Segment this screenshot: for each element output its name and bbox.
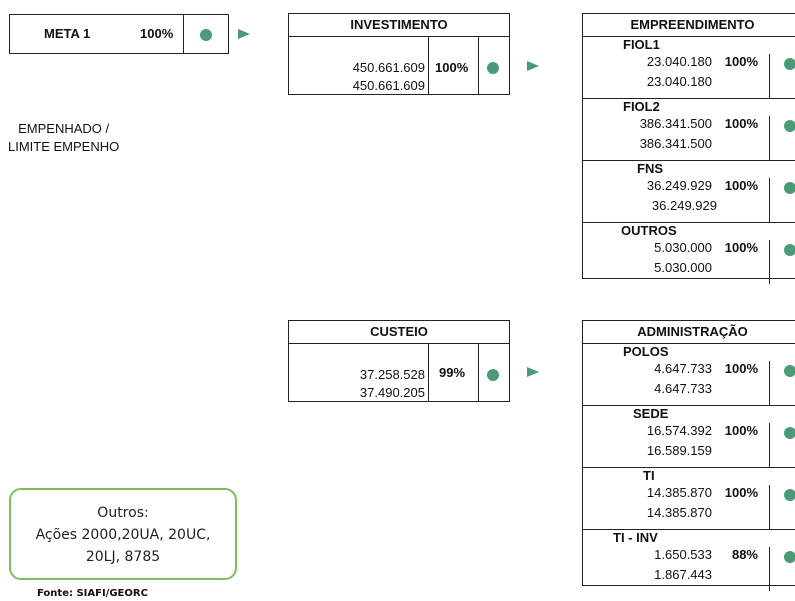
meta-box: META 1 100% <box>9 14 229 54</box>
investimento-pct: 100% <box>435 60 469 75</box>
empreendimento-list: FIOL1 23.040.180 23.040.180 100% FIOL2 3… <box>583 36 795 284</box>
outros-line-1: Ações 2000,20UA, 20UC, <box>35 527 211 543</box>
list-item: FIOL2 386.341.500 386.341.500 100% <box>583 98 795 161</box>
list-item: SEDE 16.574.392 16.589.159 100% <box>583 405 795 468</box>
item-pct: 88% <box>731 547 758 562</box>
item-pct: 100% <box>724 54 758 69</box>
item-value-2: 1.867.443 <box>654 567 712 582</box>
item-divider <box>769 485 770 529</box>
item-pct: 100% <box>724 423 758 438</box>
item-status-dot <box>784 489 795 501</box>
item-pct: 100% <box>724 485 758 500</box>
investimento-value-2: 450.661.609 <box>352 78 425 93</box>
list-item: OUTROS 5.030.000 5.030.000 100% <box>583 222 795 284</box>
flag-icon <box>238 29 250 39</box>
item-pct: 100% <box>724 116 758 131</box>
item-status-dot <box>784 365 795 377</box>
flag-icon <box>527 61 539 71</box>
custeio-box: CUSTEIO 37.258.528 37.490.205 99% <box>288 320 510 402</box>
item-name: OUTROS <box>621 223 677 238</box>
source-note: Fonte: SIAFI/GEORC <box>37 588 148 599</box>
item-name: FIOL1 <box>623 37 660 52</box>
list-item: FIOL1 23.040.180 23.040.180 100% <box>583 36 795 99</box>
meta-status-dot <box>200 29 212 41</box>
investimento-value-1: 450.661.609 <box>352 60 425 75</box>
item-value-1: 23.040.180 <box>646 54 712 69</box>
meta-pct: 100% <box>140 26 174 41</box>
item-pct: 100% <box>724 178 758 193</box>
item-name: POLOS <box>623 344 669 359</box>
item-name: SEDE <box>633 406 669 421</box>
custeio-pct: 99% <box>439 365 466 380</box>
list-item: POLOS 4.647.733 4.647.733 100% <box>583 343 795 406</box>
administracao-box: ADMINISTRAÇÃO POLOS 4.647.733 4.647.733 … <box>582 320 795 591</box>
item-value-2: 23.040.180 <box>646 74 712 89</box>
item-pct: 100% <box>724 240 758 255</box>
investimento-status-dot <box>487 62 499 74</box>
custeio-value-1: 37.258.528 <box>359 367 425 382</box>
investimento-title: INVESTIMENTO <box>289 14 509 37</box>
outros-title: Outros: <box>97 505 149 521</box>
custeio-status-dot <box>487 369 499 381</box>
item-status-dot <box>784 182 795 194</box>
list-item: FNS 36.249.929 36.249.929 100% <box>583 160 795 223</box>
item-name: FIOL2 <box>623 99 660 114</box>
custeio-value-2: 37.490.205 <box>359 385 425 400</box>
item-value-2: 4.647.733 <box>654 381 712 396</box>
outros-line-2: 20LJ, 8785 <box>85 549 161 565</box>
item-status-dot <box>784 427 795 439</box>
item-pct: 100% <box>724 361 758 376</box>
empreendimento-title: EMPREENDIMENTO <box>583 14 795 37</box>
custeio-divider-1 <box>428 343 429 401</box>
item-divider <box>769 178 770 222</box>
outros-note: Outros: Ações 2000,20UA, 20UC, 20LJ, 878… <box>9 488 237 580</box>
investimento-divider-2 <box>478 36 479 94</box>
item-divider <box>769 116 770 160</box>
item-value-1: 16.574.392 <box>646 423 712 438</box>
item-status-dot <box>784 120 795 132</box>
administracao-title: ADMINISTRAÇÃO <box>583 321 795 344</box>
investimento-divider-1 <box>428 36 429 94</box>
item-name: TI - INV <box>613 530 658 545</box>
item-value-2: 16.589.159 <box>646 443 712 458</box>
item-value-1: 4.647.733 <box>654 361 712 376</box>
custeio-divider-2 <box>478 343 479 401</box>
item-divider <box>769 547 770 591</box>
item-value-2: 386.341.500 <box>639 136 712 151</box>
item-divider <box>769 423 770 467</box>
item-value-2: 5.030.000 <box>654 260 712 275</box>
item-value-1: 14.385.870 <box>646 485 712 500</box>
item-value-1: 5.030.000 <box>654 240 712 255</box>
item-name: TI <box>643 468 655 483</box>
item-status-dot <box>784 58 795 70</box>
meta-divider <box>183 15 184 53</box>
item-status-dot <box>784 551 795 563</box>
empenhado-label: EMPENHADO / LIMITE EMPENHO <box>8 121 120 154</box>
empreendimento-box: EMPREENDIMENTO FIOL1 23.040.180 23.040.1… <box>582 13 795 284</box>
item-divider <box>769 240 770 284</box>
item-value-1: 36.249.929 <box>646 178 712 193</box>
item-divider <box>769 54 770 98</box>
item-name: FNS <box>637 161 663 176</box>
investimento-box: INVESTIMENTO 450.661.609 450.661.609 100… <box>288 13 510 95</box>
flag-icon <box>527 367 539 377</box>
list-item: TI - INV 1.650.533 1.867.443 88% <box>583 529 795 591</box>
item-value-1: 386.341.500 <box>639 116 712 131</box>
custeio-title: CUSTEIO <box>289 321 509 344</box>
item-value-2: 14.385.870 <box>646 505 712 520</box>
item-status-dot <box>784 244 795 256</box>
list-item: TI 14.385.870 14.385.870 100% <box>583 467 795 530</box>
item-value-2: 36.249.929 <box>651 198 717 213</box>
administracao-list: POLOS 4.647.733 4.647.733 100% SEDE 16.5… <box>583 343 795 591</box>
item-value-1: 1.650.533 <box>654 547 712 562</box>
item-divider <box>769 361 770 405</box>
meta-label: META 1 <box>44 26 91 41</box>
